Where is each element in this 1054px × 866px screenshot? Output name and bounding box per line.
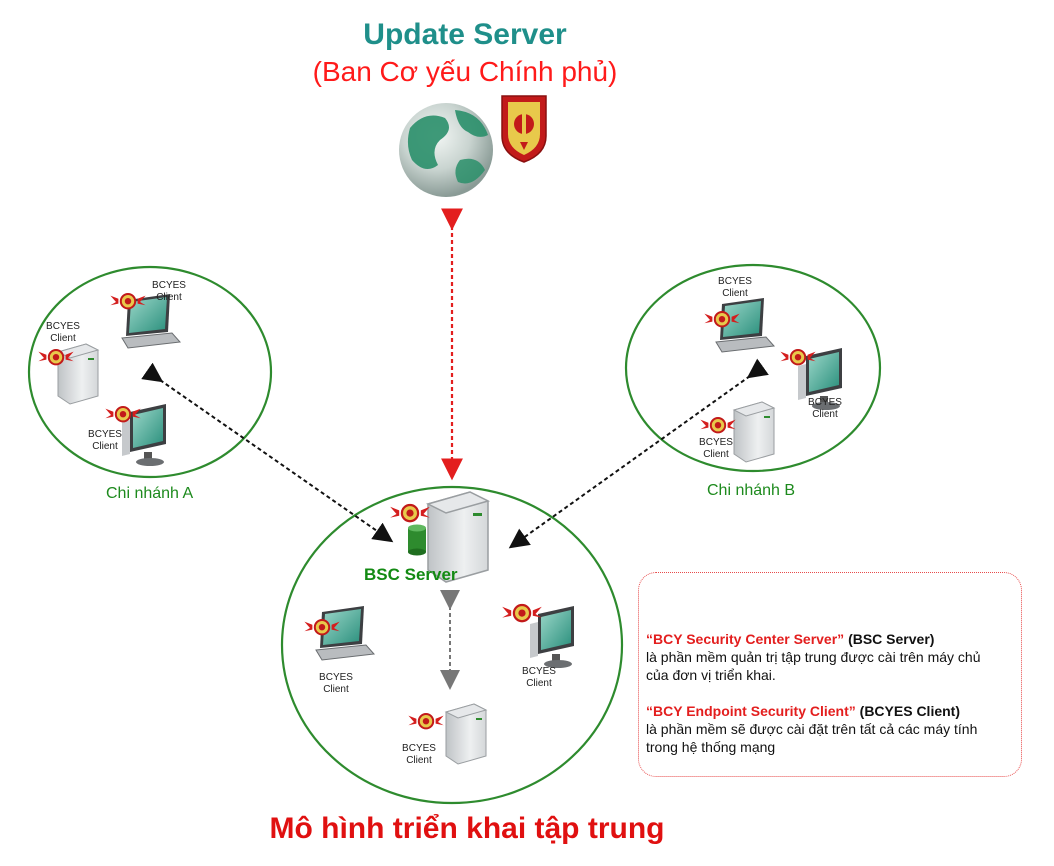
tower-pc-icon: [57, 343, 99, 405]
legend-box: [638, 572, 1022, 777]
legend-item-bsc: “BCY Security Center Server” (BSC Server…: [646, 631, 935, 647]
emblem-icon: [389, 503, 431, 523]
diagram-title: Mô hình triển khai tập trung: [269, 812, 665, 845]
branch-b-link-arrow: [508, 358, 769, 549]
emblem-icon: [699, 416, 737, 434]
legend-item-bcyes: “BCY Endpoint Security Client” (BCYES Cl…: [646, 703, 960, 719]
legend-desc: trong hệ thống mạng: [646, 739, 776, 755]
branch-b-label: Chi nhánh B: [707, 482, 796, 499]
update-server-subtitle: (Ban Cơ yếu Chính phủ): [312, 56, 618, 87]
branch-a-label: Chi nhánh A: [106, 485, 194, 502]
database-icon: [408, 524, 426, 556]
bsc-server-label: BSC Server: [364, 565, 458, 584]
emblem-icon: [501, 603, 543, 623]
legend-desc: của đơn vị triển khai.: [646, 667, 776, 683]
government-emblem-icon: [501, 95, 547, 163]
headquarters-circle: [280, 485, 624, 805]
tower-pc-icon: [445, 703, 487, 765]
update-server-title: Update Server: [363, 18, 567, 51]
legend: “BCY Security Center Server” (BSC Server…: [646, 630, 1026, 756]
legend-desc: là phần mềm sẽ được cài đặt trên tất cả …: [646, 721, 978, 737]
branch-a-link-arrow: [141, 362, 394, 543]
legend-desc: là phần mềm quản trị tập trung được cài …: [646, 649, 981, 665]
emblem-icon: [407, 712, 445, 730]
globe-icon: [399, 103, 493, 197]
